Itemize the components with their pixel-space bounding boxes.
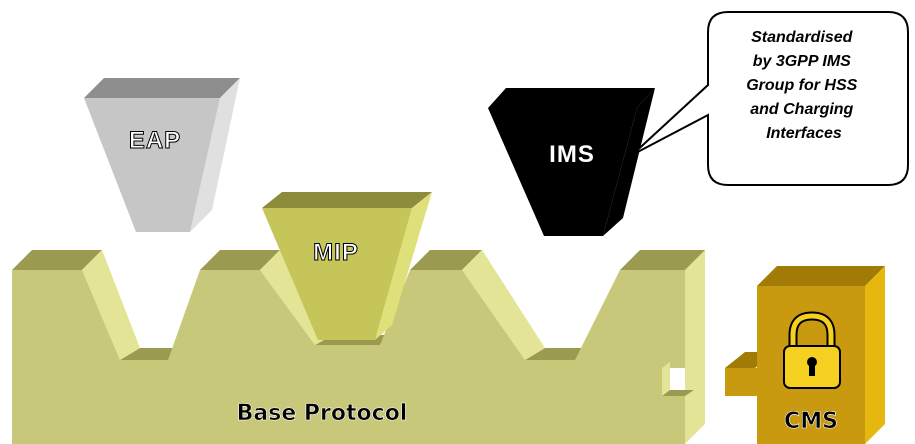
ims-side-face: [603, 88, 655, 236]
callout-line: Group for HSS: [746, 77, 857, 94]
callout-line: by 3GPP IMS: [753, 53, 851, 70]
cms-tab-front: [725, 368, 760, 396]
base-notch-floor: [662, 390, 694, 396]
callout-line: and Charging: [750, 101, 853, 118]
callout-shape: [631, 11, 909, 186]
base-tooth-top: [12, 250, 102, 270]
eap-front-face: [84, 98, 220, 232]
base-tooth-top: [620, 250, 705, 270]
base-protocol-block: [12, 250, 705, 444]
base-front-face: [12, 270, 685, 444]
callout-bubble: Standardised by 3GPP IMS Group for HSS a…: [631, 11, 909, 186]
cms-label: CMS: [784, 409, 838, 434]
callout-text: Standardised by 3GPP IMS Group for HSS a…: [746, 29, 862, 142]
base-protocol-label: Base Protocol: [237, 401, 408, 426]
eap-block: EAP: [84, 78, 240, 232]
base-valley-floor: [525, 348, 590, 360]
base-valley-wall: [82, 250, 140, 360]
callout-line: Standardised: [751, 29, 854, 46]
padlock-icon: [783, 311, 841, 389]
callout-line: Interfaces: [766, 125, 842, 142]
base-tooth-top: [200, 250, 280, 270]
mip-block: MIP: [262, 192, 432, 340]
base-notch-wall: [662, 362, 670, 396]
base-tooth-top: [410, 250, 482, 270]
ims-label: IMS: [549, 141, 595, 168]
mip-top-face: [262, 192, 432, 208]
eap-label: EAP: [129, 127, 181, 154]
cms-block: CMS: [725, 266, 885, 444]
mip-label: MIP: [313, 239, 359, 266]
ims-block: IMS: [488, 88, 655, 236]
mip-side-face: [375, 192, 432, 340]
base-side-face: [685, 250, 705, 444]
ims-front-face: [488, 108, 637, 236]
eap-side-face: [190, 78, 240, 232]
cms-side-face: [865, 266, 885, 444]
eap-top-face: [84, 78, 240, 98]
base-valley-wall: [462, 250, 545, 360]
ims-top-face: [488, 88, 655, 108]
cms-top-face: [757, 266, 885, 286]
mip-front-face: [262, 208, 412, 340]
